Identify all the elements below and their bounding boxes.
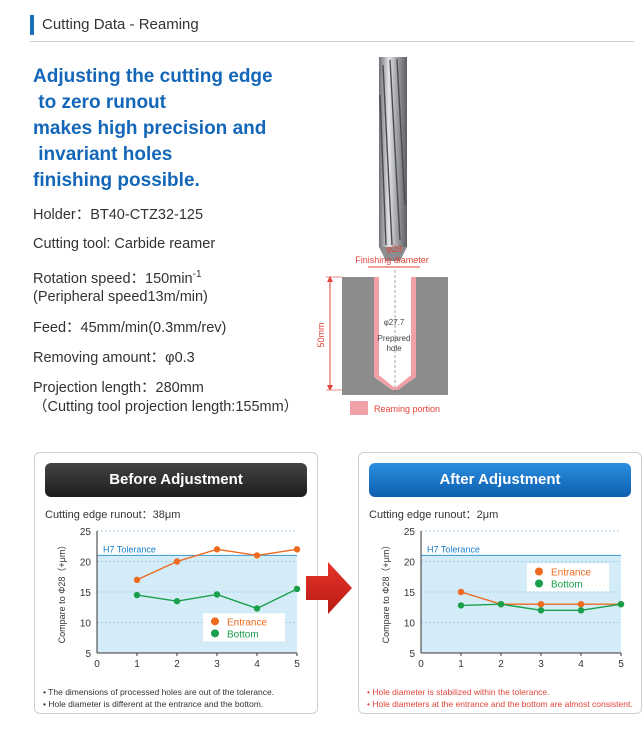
tolerance-label: H7 Tolerance [427, 544, 480, 554]
data-point-entrance [577, 601, 585, 608]
legend-marker [211, 617, 219, 626]
y-tick-label: 10 [404, 619, 416, 630]
data-point-bottom [577, 607, 585, 614]
data-point-bottom [173, 597, 181, 605]
data-point-bottom [133, 591, 141, 599]
headline: Adjusting the cutting edge to zero runou… [33, 64, 333, 194]
data-point-entrance [537, 601, 545, 608]
x-tick-label: 2 [498, 659, 504, 670]
section-header: Cutting Data - Reaming [30, 12, 634, 42]
reaming-legend-label: Reaming portion [374, 404, 440, 414]
after-chart: 5 10 15 20 25 H7 Tolerance 0 1 2 3 4 5Number of hol… [381, 527, 625, 673]
prepared-dia-label: φ27.7 [384, 318, 405, 327]
spec-peripheral: (Peripheral speed13m/min) [33, 289, 208, 305]
data-point-bottom [253, 605, 261, 612]
x-tick-label: 1 [458, 659, 464, 670]
y-tick-label: 5 [85, 649, 91, 660]
after-note-2: • Hole diameters at the entrance and the… [367, 699, 633, 709]
x-tick-label: 0 [418, 659, 424, 670]
arrow-right-icon [306, 562, 352, 614]
legend-marker [535, 579, 543, 588]
legend-label: Bottom [227, 629, 259, 640]
data-point-entrance [457, 588, 465, 596]
reamer-diagram: φ28 Finishing diameter 50mm φ27.7 Prepar… [316, 57, 448, 415]
x-tick-label: 3 [538, 659, 544, 670]
after-note-1: • Hole diameter is stabilized within the… [367, 687, 550, 697]
before-panel: Before Adjustment Cutting edge runout：38… [34, 452, 318, 714]
headline-line: to zero runout [33, 92, 166, 113]
spec-projection-tool: （Cutting tool projection length:155mm） [33, 399, 299, 415]
spec-feed: Feed：45mm/min(0.3mm/rev) [33, 320, 227, 336]
before-runout: Cutting edge runout：38μm [45, 509, 181, 521]
reamer-icon [379, 57, 407, 261]
finish-diameter-label: Finishing diameter [355, 255, 429, 265]
x-tick-label: 4 [578, 659, 584, 670]
prepared-label-1: Prepared [378, 334, 411, 343]
x-tick-label: 4 [254, 659, 260, 670]
legend-label: Entrance [551, 568, 591, 579]
x-axis-label: Number of holes [160, 672, 227, 673]
data-point-entrance [133, 576, 141, 583]
x-axis-label: Number of holes [484, 672, 551, 673]
x-tick-label: 1 [134, 659, 140, 670]
data-point-bottom [617, 601, 625, 608]
finish-dia-label: φ28 [386, 244, 402, 254]
before-chart: 5 10 15 20 25 H7 Tolerance 0 1 2 3 4 5Number of hol… [57, 527, 301, 673]
data-point-bottom [497, 601, 505, 608]
data-point-bottom [293, 585, 301, 593]
after-title: After Adjustment [369, 463, 631, 497]
y-tick-label: 15 [80, 588, 92, 599]
headline-line: invariant holes [33, 144, 173, 165]
legend-swatch [350, 401, 368, 415]
y-tick-label: 20 [80, 558, 92, 569]
after-panel: After Adjustment Cutting edge runout：2μm… [358, 452, 642, 714]
spec-cutting-tool: Cutting tool: Carbide reamer [33, 236, 216, 252]
y-tick-label: 10 [80, 619, 92, 630]
spec-rotation-text: Rotation speed：150min [33, 270, 193, 287]
legend-marker [211, 629, 219, 638]
x-tick-label: 5 [618, 659, 624, 670]
after-runout: Cutting edge runout：2μm [369, 509, 499, 521]
y-axis-label: Compare to Φ28（+μm） [381, 541, 391, 644]
before-note-1: • The dimensions of processed holes are … [43, 687, 275, 697]
headline-line: makes high precision and [33, 118, 267, 139]
workpiece [342, 270, 448, 395]
data-point-entrance [173, 558, 181, 565]
spec-removing: Removing amount：φ0.3 [33, 350, 195, 366]
legend-label: Bottom [551, 580, 583, 591]
headline-line: finishing possible. [33, 170, 200, 191]
data-point-entrance [293, 546, 301, 553]
legend-marker [535, 567, 543, 576]
y-tick-label: 20 [404, 558, 416, 569]
headline-line: Adjusting the cutting edge [33, 66, 273, 87]
y-tick-label: 5 [409, 649, 415, 660]
data-point-entrance [213, 546, 221, 553]
y-tick-label: 25 [404, 527, 416, 538]
data-point-bottom [537, 607, 545, 614]
header-accent-bar [30, 15, 34, 35]
tolerance-label: H7 Tolerance [103, 544, 156, 554]
data-point-bottom [213, 591, 221, 598]
x-tick-label: 0 [94, 659, 100, 670]
x-tick-label: 2 [174, 659, 180, 670]
legend-label: Entrance [227, 617, 267, 628]
y-tick-label: 15 [404, 588, 416, 599]
section-title: Cutting Data - Reaming [42, 16, 199, 33]
x-tick-label: 3 [214, 659, 220, 670]
spec-holder: Holder：BT40-CTZ32-125 [33, 207, 204, 223]
data-point-bottom [457, 602, 465, 609]
x-tick-label: 5 [294, 659, 300, 670]
prepared-label-2: hole [386, 344, 402, 353]
spec-rotation: Rotation speed：150min-1 [33, 266, 202, 288]
before-note-2: • Hole diameter is different at the entr… [43, 699, 264, 709]
before-title: Before Adjustment [45, 463, 307, 497]
y-axis-label: Compare to Φ28（+μm） [57, 541, 67, 644]
data-point-entrance [253, 552, 261, 559]
depth-label: 50mm [316, 322, 326, 347]
y-tick-label: 25 [80, 527, 92, 538]
spec-projection: Projection length：280mm [33, 380, 204, 396]
spec-rotation-sup: -1 [192, 269, 202, 280]
